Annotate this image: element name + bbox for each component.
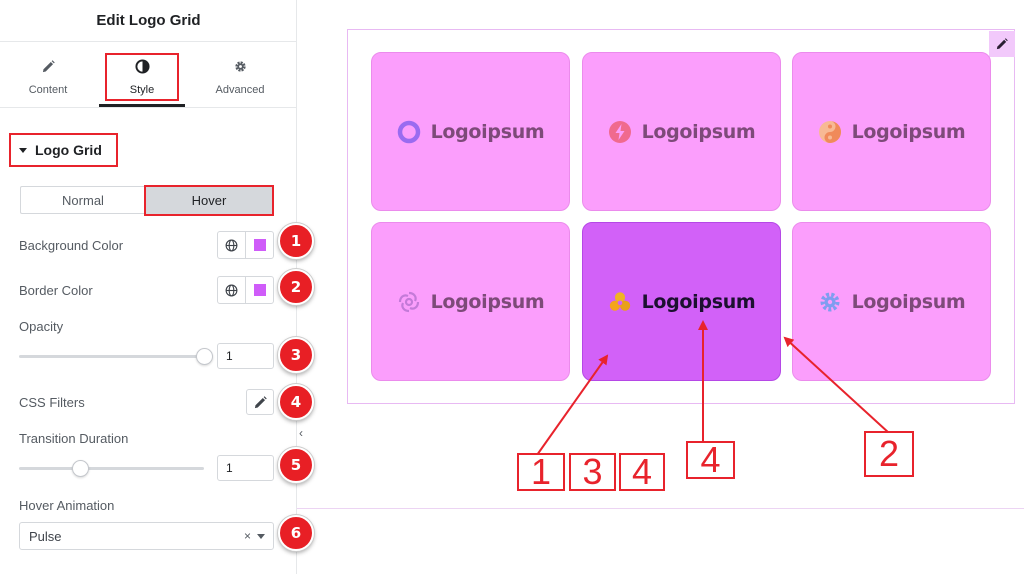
tab-advanced[interactable]: Advanced [197,46,283,108]
logo-text: Logoipsum [641,120,756,143]
logo-grid-item[interactable]: Logoipsum [371,52,570,211]
logo-grid-item[interactable]: Logoipsum [792,52,991,211]
color-swatch [253,284,266,296]
logo-text: Logoipsum [641,290,756,313]
trefoil-logo-icon [608,290,632,314]
pencil-icon [40,58,56,74]
global-colors-button[interactable] [218,277,246,303]
transition-duration-label: Transition Duration [19,431,129,446]
step-badge: 3 [278,337,314,373]
pencil-icon [254,395,267,408]
callout-box: 1 [517,453,565,491]
globe-icon [225,239,238,251]
global-colors-button[interactable] [218,232,246,258]
tab-content[interactable]: Content [5,46,91,108]
background-color-swatch-button[interactable] [246,232,273,258]
border-color-control [217,276,274,304]
editor-sidebar: Edit Logo Grid Content Style Advanced [0,0,297,574]
section-toggle-logo-grid[interactable]: Logo Grid [9,133,118,167]
background-color-control [217,231,274,259]
hover-animation-select[interactable]: Pulse × [19,522,274,550]
pencil-icon [996,38,1008,50]
logo-grid-item[interactable]: Logoipsum [582,52,781,211]
select-value: Pulse [29,528,62,544]
callout-box: 4 [686,441,735,479]
css-filters-label: CSS Filters [19,395,85,410]
tab-label: Content [28,84,68,96]
callout-box: 2 [864,431,914,477]
callout-box: 3 [569,453,616,491]
globe-icon [225,284,238,296]
logo-text: Logoipsum [430,120,545,143]
widget-edit-handle[interactable] [989,31,1015,57]
section-title: Logo Grid [35,142,102,158]
logo-grid-item[interactable]: Logoipsum [792,222,991,381]
yin-yang-logo-icon [818,120,842,144]
clear-icon[interactable]: × [243,529,251,543]
background-color-label: Background Color [19,238,124,253]
gear-flower-logo-icon [818,290,842,314]
canvas-divider [297,508,1024,509]
logo-text: Logoipsum [851,120,966,143]
collapse-panel-icon[interactable]: ‹ [299,426,303,440]
step-badge: 2 [278,269,314,305]
logo-text: Logoipsum [851,290,966,313]
panel-title: Edit Logo Grid [0,0,297,42]
step-badge: 1 [278,223,314,259]
ring-logo-icon [397,120,421,144]
opacity-slider[interactable] [19,355,204,358]
tab-label: Style [129,84,155,96]
css-filters-edit-button[interactable] [246,389,274,415]
bolt-circle-logo-icon [608,120,632,144]
transition-duration-input[interactable]: 1 [217,455,274,481]
opacity-label: Opacity [19,319,64,334]
opacity-slider-handle[interactable] [196,348,213,365]
hover-animation-label: Hover Animation [19,498,115,513]
step-badge: 5 [278,447,314,483]
half-circle-icon [134,58,150,74]
panel-tabs: Content Style Advanced [0,46,297,108]
chevron-down-icon [257,534,265,539]
step-badge: 4 [278,384,314,420]
color-swatch [253,239,266,251]
tab-style[interactable]: Style [99,46,185,108]
logo-grid-item-hovered[interactable]: Logoipsum [582,222,781,381]
active-tab-indicator [99,104,185,107]
logo-text: Logoipsum [430,290,545,313]
gear-icon [232,58,248,74]
state-normal-button[interactable]: Normal [20,186,145,214]
state-hover-button[interactable]: Hover [145,186,273,214]
border-color-swatch-button[interactable] [246,277,273,303]
opacity-input[interactable]: 1 [217,343,274,369]
swirl-logo-icon [397,290,421,314]
logo-grid-item[interactable]: Logoipsum [371,222,570,381]
transition-duration-slider[interactable] [19,467,204,470]
transition-duration-slider-handle[interactable] [72,460,89,477]
step-badge: 6 [278,515,314,551]
caret-down-icon [19,147,27,153]
border-color-label: Border Color [19,283,93,298]
callout-box: 4 [619,453,665,491]
tab-label: Advanced [215,84,265,96]
logo-grid-widget[interactable] [347,29,1015,404]
